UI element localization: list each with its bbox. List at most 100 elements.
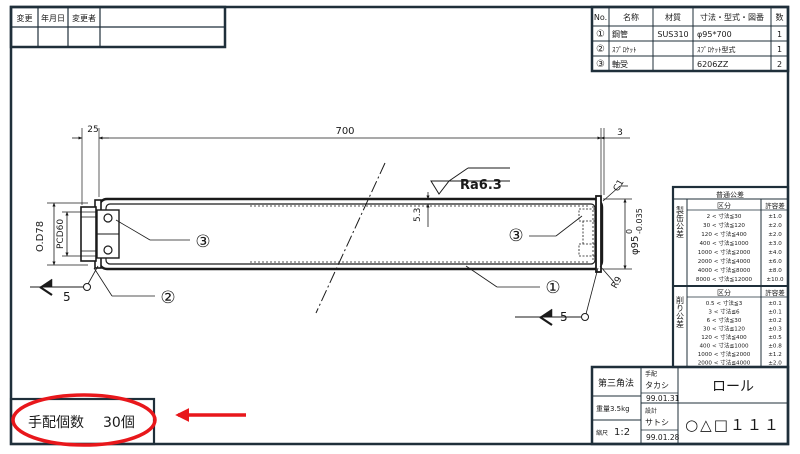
parts-row-1-qty: 1 bbox=[777, 30, 782, 39]
revision-header-date: 年月日 bbox=[41, 13, 65, 23]
cutting-tol-7: ±1.2 bbox=[768, 352, 782, 358]
bearing-ball-upper bbox=[103, 213, 113, 223]
drawing-number: ○△□１１１ bbox=[685, 416, 781, 434]
parts-row-1-material: SUS310 bbox=[657, 30, 688, 39]
cutting-tol-5: ±0.5 bbox=[768, 335, 782, 341]
projection-method: 第三角法 bbox=[598, 377, 634, 389]
cutting-tol-6: ±0.8 bbox=[768, 344, 782, 350]
cutting-col-range: 区分 bbox=[717, 288, 731, 297]
right-end-plate bbox=[595, 195, 602, 273]
parts-header-material: 材質 bbox=[665, 12, 681, 22]
parts-header-no: No. bbox=[594, 13, 607, 22]
cutting-range-8: 2000 < 寸法≦4000 bbox=[698, 359, 751, 367]
roughness-value: Ra6.3 bbox=[460, 178, 502, 193]
order-quantity-label: 手配個数 bbox=[28, 415, 84, 431]
parts-header-qty: 数 bbox=[776, 12, 784, 22]
machining-tol-5: ±4.0 bbox=[768, 250, 782, 256]
cutting-range-6: 400 < 寸法≦1000 bbox=[699, 342, 748, 350]
designer-label: 設計 bbox=[645, 407, 657, 415]
general-tolerance-table: 普通公差 製缶公差 区分 許容差 2 < 寸法≦30±1.030 < 寸法≦12… bbox=[671, 185, 790, 369]
machining-tol-8: ±10.0 bbox=[766, 277, 784, 283]
machining-range-6: 2000 < 寸法≦4000 bbox=[698, 257, 751, 265]
parts-row-1-no: ① bbox=[596, 29, 605, 40]
cutting-tol-1: ±0.1 bbox=[768, 301, 782, 307]
pipe-body bbox=[97, 197, 604, 271]
dim-phi95: φ95 bbox=[630, 236, 641, 255]
machining-range-8: 8000 < 寸法≦12000 bbox=[696, 275, 753, 283]
tolerance-title: 普通公差 bbox=[716, 190, 744, 199]
dim-od: O.D78 bbox=[35, 221, 46, 252]
cutting-tol-8: ±2.0 bbox=[768, 361, 782, 367]
machining-range-4: 400 < 寸法≦1000 bbox=[699, 239, 748, 247]
weld-right-size: 5 bbox=[560, 310, 568, 324]
bearing-ball-lower bbox=[103, 245, 113, 255]
cutting-tolerance-label: 削り公差 bbox=[676, 295, 685, 328]
cutting-range-2: 3 < 寸法≦6 bbox=[708, 308, 740, 316]
machining-tol-3: ±2.0 bbox=[768, 232, 782, 238]
callout-bearing-right: ③ bbox=[508, 226, 523, 246]
revision-header-change: 変更 bbox=[17, 13, 33, 23]
revision-block: 変更 年月日 変更者 bbox=[9, 5, 227, 49]
designer-name: サトシ bbox=[645, 418, 669, 427]
dim-tol-upper: 0 bbox=[625, 229, 634, 234]
drafter-name: タカシ bbox=[645, 381, 669, 390]
parts-row-3-name: 軸受 bbox=[612, 59, 628, 69]
parts-row-2-no: ② bbox=[596, 44, 605, 55]
parts-row-3-qty: 2 bbox=[777, 60, 782, 69]
dim-pcd: PCD60 bbox=[56, 219, 66, 249]
parts-row-2-spec: ｽﾌﾟﾛｹｯﾄ型式 bbox=[697, 45, 736, 54]
parts-row-2-name: ｽﾌﾟﾛｹｯﾄ bbox=[612, 46, 637, 54]
cutting-range-5: 120 < 寸法≦400 bbox=[701, 333, 747, 341]
callout-pipe: ① bbox=[545, 278, 560, 298]
designer-date: 99.01.28 bbox=[646, 433, 680, 442]
sprocket-hub bbox=[80, 206, 97, 262]
revision-header-author: 変更者 bbox=[72, 13, 96, 23]
dim-3: 3 bbox=[617, 128, 623, 138]
right-bearing-lower bbox=[578, 243, 596, 257]
dim-25: 25 bbox=[87, 125, 98, 135]
machining-range-5: 1000 < 寸法≦2000 bbox=[698, 248, 751, 256]
machining-tol-4: ±3.0 bbox=[768, 241, 782, 247]
roll-drawing bbox=[30, 128, 632, 326]
dim-5-3: 5.3 bbox=[413, 208, 423, 222]
machining-tol-6: ±6.0 bbox=[768, 259, 782, 265]
machining-tol-2: ±2.0 bbox=[768, 223, 782, 229]
machining-range-7: 4000 < 寸法≦8000 bbox=[698, 266, 751, 274]
cutting-range-3: 6 < 寸法≦30 bbox=[707, 316, 742, 324]
dim-700: 700 bbox=[335, 126, 354, 137]
parts-row-2-qty: 1 bbox=[777, 45, 782, 54]
machining-col-tol: 許容差 bbox=[765, 201, 785, 210]
scale-value: 1:2 bbox=[614, 427, 630, 438]
parts-header-spec: 寸法・型式・図番 bbox=[700, 12, 764, 22]
machining-col-range: 区分 bbox=[717, 201, 731, 210]
drafter-label: 手配 bbox=[645, 370, 657, 378]
cutting-tol-2: ±0.1 bbox=[768, 310, 782, 316]
title-block: 第三角法 重量3.5kg 縮尺 1:2 手配 タカシ 99.01.31 設計 サ… bbox=[590, 365, 790, 446]
cutting-col-tol: 許容差 bbox=[765, 288, 785, 297]
parts-row-3-no: ③ bbox=[596, 59, 605, 70]
break-line bbox=[315, 162, 386, 314]
parts-header-name: 名称 bbox=[623, 12, 639, 22]
weight: 重量3.5kg bbox=[596, 405, 630, 413]
cutting-tol-4: ±0.3 bbox=[768, 327, 782, 333]
cutting-range-1: 0.5 < 寸法≦3 bbox=[706, 299, 743, 307]
callout-sprocket: ② bbox=[160, 288, 175, 308]
machining-range-3: 120 < 寸法≦400 bbox=[701, 230, 747, 238]
machining-tol-1: ±1.0 bbox=[768, 214, 782, 220]
cutting-range-7: 1000 < 寸法≦2000 bbox=[698, 350, 751, 358]
highlight-ellipse bbox=[11, 393, 157, 447]
machining-range-2: 30 < 寸法≦120 bbox=[703, 221, 745, 229]
machining-tol-7: ±8.0 bbox=[768, 268, 782, 274]
weld-left-size: 5 bbox=[63, 290, 71, 304]
parts-table: No. 名称 材質 寸法・型式・図番 数 ① 鋼管 SUS310 φ95*700… bbox=[590, 5, 790, 73]
right-bearing-upper bbox=[578, 208, 596, 222]
parts-row-1-spec: φ95*700 bbox=[697, 30, 732, 39]
dim-tol-lower: -0.035 bbox=[635, 208, 644, 234]
part-name: ロール bbox=[712, 379, 754, 395]
drafter-date: 99.01.31 bbox=[646, 394, 680, 403]
scale-label: 縮尺 bbox=[596, 429, 608, 437]
cutting-tol-3: ±0.2 bbox=[768, 318, 782, 324]
parts-row-1-name: 鋼管 bbox=[612, 29, 628, 39]
parts-row-3-spec: 6206ZZ bbox=[697, 60, 729, 69]
machining-tolerance-label: 製缶公差 bbox=[676, 205, 685, 238]
